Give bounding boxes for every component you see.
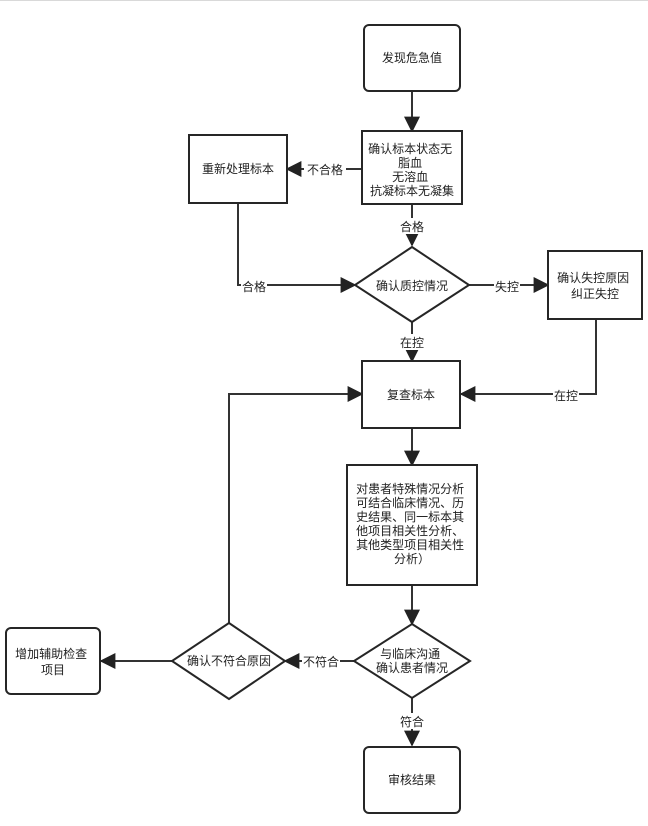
node-qc-fix-label: 确认失控原因 纠正失控: [557, 270, 633, 301]
node-clinic-decision: [352, 622, 472, 700]
node-mismatch-decision-label: 确认不符合原因: [187, 653, 271, 668]
node-start: [363, 24, 461, 92]
node-reprocess-label: 重新处理标本: [202, 161, 274, 176]
node-end: [363, 746, 461, 814]
node-clinic-decision-label: 与临床沟通 确认患者情况: [376, 647, 448, 675]
node-recheck-label: 复查标本: [387, 388, 435, 402]
edge-label-mismatch: 不符合: [303, 654, 339, 669]
edge-label-pass-down: 合格: [400, 219, 424, 234]
node-confirm-state: [361, 130, 463, 205]
node-recheck: [361, 360, 461, 429]
edge-label-pass-left: 合格: [242, 279, 266, 294]
node-qc-decision: [353, 245, 471, 324]
node-add-tests: [5, 627, 101, 695]
node-start-label: 发现危急值: [382, 50, 442, 65]
edge-label-match: 符合: [400, 714, 424, 729]
node-analysis: [346, 464, 478, 586]
node-qc-decision-label: 确认质控情况: [376, 279, 448, 293]
edge-label-in-control-back: 在控: [554, 389, 578, 403]
edge-reprocess-to-qc: [237, 203, 357, 293]
node-end-label: 审核结果: [388, 772, 436, 787]
edge-label-fail: 不合格: [307, 162, 343, 177]
edge-mismatch-to-recheck: [228, 386, 364, 623]
edge-fix-to-recheck: [459, 319, 597, 402]
node-confirm-state-label: 确认标本状态无 脂血 无溶血 抗凝标本无凝集: [368, 142, 456, 198]
node-analysis-label: 对患者特殊情况分析 可结合临床情况、历 史结果、同一标本其 他项目相关性分析、 …: [356, 481, 468, 566]
node-mismatch-decision: [170, 621, 287, 701]
node-reprocess: [188, 134, 288, 204]
edge-label-in-control-down: 在控: [400, 336, 424, 350]
node-add-tests-label: 增加辅助检查 项目: [15, 646, 91, 677]
node-qc-fix: [547, 250, 643, 320]
window-top-border: [0, 0, 648, 1]
edge-label-out-of-control: 失控: [495, 279, 519, 294]
